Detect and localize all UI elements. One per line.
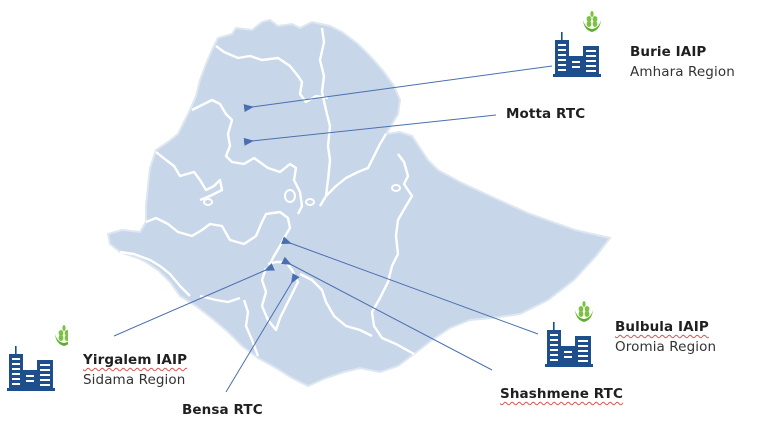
arrow-yirgalem — [113, 263, 275, 337]
site-region: Sidama Region — [83, 372, 186, 388]
site-name: Shashmene RTC — [500, 386, 623, 402]
site-region: Oromia Region — [615, 339, 717, 355]
site-label-motta: Motta RTC — [506, 104, 585, 124]
site-name: Bulbula IAIP — [615, 319, 709, 335]
site-name: Burie IAIP — [630, 44, 707, 60]
site-label-yirgalem: Yirgalem IAIP Sidama Region — [83, 350, 187, 390]
site-name: Motta RTC — [506, 106, 586, 122]
site-label-bulbula: Bulbula IAIP Oromia Region — [615, 317, 716, 357]
site-label-burie: Burie IAIP Amhara Region — [630, 42, 735, 82]
building-with-wheat-icon — [545, 301, 593, 367]
pointer-arrows — [113, 65, 553, 393]
site-label-shashmene: Shashmene RTC — [500, 384, 623, 404]
site-region: Amhara Region — [630, 64, 735, 80]
site-label-bensa: Bensa RTC — [182, 400, 263, 420]
building-with-wheat-icon — [553, 11, 601, 77]
arrow-bensa — [225, 273, 300, 393]
lakes — [203, 184, 401, 206]
site-name: Bensa RTC — [182, 402, 263, 418]
country-outline — [106, 18, 612, 388]
arrow-motta — [243, 114, 497, 146]
building-with-wheat-icon — [7, 325, 68, 391]
arrow-shashmene — [281, 256, 493, 371]
arrow-bulbula — [281, 236, 539, 335]
arrow-burie — [243, 65, 553, 113]
site-name: Yirgalem IAIP — [83, 352, 188, 368]
